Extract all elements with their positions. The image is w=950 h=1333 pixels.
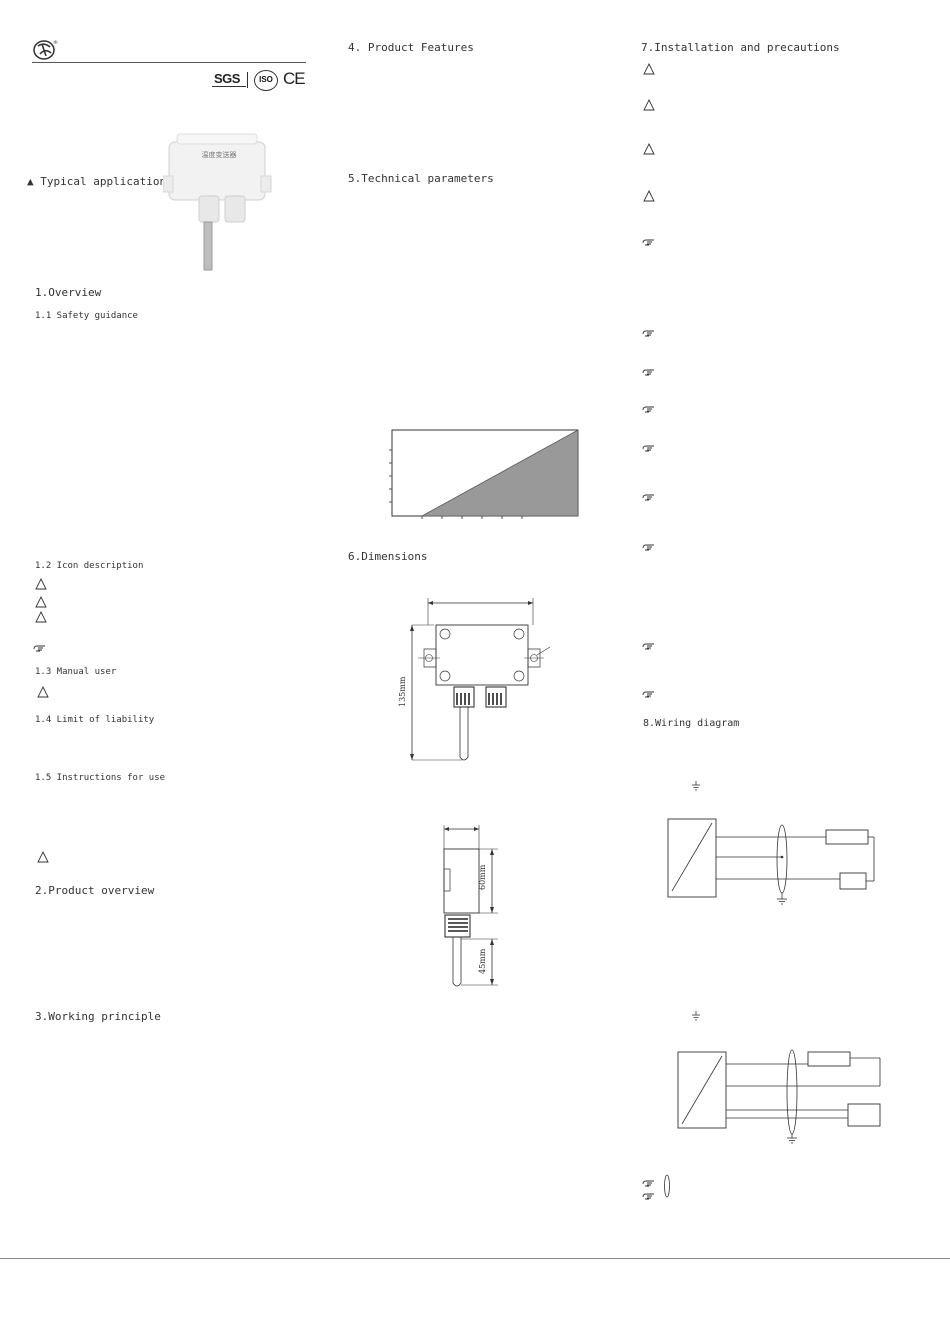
pointing-hand-icon bbox=[33, 645, 45, 652]
installation-heading: 7.Installation and precautions bbox=[641, 41, 840, 54]
pointing-hand-icon bbox=[642, 1193, 654, 1200]
pointing-hand-icon bbox=[642, 369, 654, 376]
warning-triangle-icon bbox=[643, 99, 655, 111]
warning-triangle-icon bbox=[643, 63, 655, 75]
product-label: 温度变送器 bbox=[201, 151, 237, 159]
company-logo: ® bbox=[33, 39, 58, 60]
warning-triangle-icon bbox=[643, 143, 655, 155]
pointing-hand-icon bbox=[642, 544, 654, 551]
pointing-hand-icon bbox=[642, 494, 654, 501]
manual-user-heading: 1.3 Manual user bbox=[35, 667, 117, 677]
ce-mark: CE bbox=[283, 69, 306, 88]
warning-triangle-icon bbox=[35, 578, 47, 590]
svg-text:®: ® bbox=[53, 39, 58, 46]
typical-application-label: ▲ Typical application bbox=[27, 175, 167, 188]
side-dimension-drawing bbox=[443, 825, 498, 987]
cable-shield-icon bbox=[664, 1174, 670, 1198]
warning-triangle-icon bbox=[37, 686, 49, 698]
product-photo: 温度变送器 bbox=[162, 128, 275, 276]
icon-description-heading: 1.2 Icon description bbox=[35, 561, 144, 571]
header-rule bbox=[32, 62, 306, 63]
wiring-diagram-heading: 8.Wiring diagram bbox=[643, 718, 740, 729]
product-overview-heading: 2.Product overview bbox=[35, 884, 155, 897]
iso-text: ISO bbox=[259, 75, 273, 84]
ground-icon bbox=[692, 781, 700, 791]
ground-icon bbox=[692, 1011, 700, 1021]
dim-135-label: 135mm bbox=[398, 676, 407, 707]
iso-logo: ISO bbox=[254, 70, 278, 91]
sgs-logo: SGS bbox=[214, 71, 240, 86]
dim-45-label: 45mm bbox=[478, 948, 487, 974]
overview-heading: 1.Overview bbox=[35, 286, 102, 299]
pointing-hand-icon bbox=[642, 1180, 654, 1187]
instructions-heading: 1.5 Instructions for use bbox=[35, 773, 166, 783]
safety-heading: 1.1 Safety guidance bbox=[35, 311, 138, 321]
warning-triangle-icon bbox=[643, 190, 655, 202]
sgs-underline bbox=[212, 86, 246, 87]
pointing-hand-icon bbox=[642, 643, 654, 650]
warning-triangle-icon bbox=[35, 596, 47, 608]
warning-triangle-icon bbox=[35, 611, 47, 623]
wiring-diagram-two-wire bbox=[667, 818, 875, 905]
technical-parameters-heading: 5.Technical parameters bbox=[348, 172, 494, 185]
limit-of-liability-heading: 1.4 Limit of liability bbox=[35, 715, 155, 725]
cert-divider bbox=[247, 72, 248, 88]
pointing-hand-icon bbox=[642, 406, 654, 413]
pointing-hand-icon bbox=[642, 239, 654, 246]
wiring-diagram-three-wire bbox=[677, 1049, 881, 1144]
footer-rule bbox=[0, 1258, 950, 1259]
product-features-heading: 4. Product Features bbox=[348, 41, 474, 54]
working-principle-heading: 3.Working principle bbox=[35, 1010, 161, 1023]
output-range-graph bbox=[389, 429, 579, 519]
pointing-hand-icon bbox=[642, 445, 654, 452]
dim-60-label: 60mm bbox=[478, 864, 487, 890]
front-dimension-drawing bbox=[410, 598, 551, 761]
dimensions-heading: 6.Dimensions bbox=[348, 550, 428, 563]
pointing-hand-icon bbox=[642, 330, 654, 337]
warning-triangle-icon bbox=[37, 851, 49, 863]
pointing-hand-icon bbox=[642, 691, 654, 698]
